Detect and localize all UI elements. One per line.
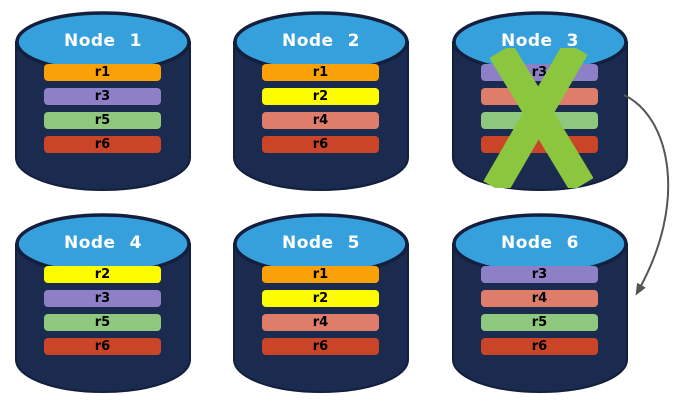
replica-label: r2 <box>312 89 329 104</box>
replica-label: r3 <box>531 65 548 80</box>
replica-bar: r4 <box>262 314 379 331</box>
replica-list: r1 r2 r4 r6 <box>262 64 379 160</box>
node-title: Node 3 <box>500 31 579 51</box>
replica-bar: r2 <box>44 266 161 283</box>
replica-bar: r1 <box>44 64 161 81</box>
replica-label: r5 <box>531 315 548 330</box>
replica-bar: r1 <box>262 64 379 81</box>
replica-bar: r2 <box>262 88 379 105</box>
node-2: Node 2 r1 r2 r4 r6 <box>231 8 411 194</box>
replica-bar: r2 <box>262 290 379 307</box>
replica-label: r3 <box>94 89 111 104</box>
replica-label: r6 <box>312 339 329 354</box>
replica-label: r2 <box>312 291 329 306</box>
replica-bar: r4 <box>262 112 379 129</box>
replica-label: r1 <box>94 65 111 80</box>
replica-label: r6 <box>312 137 329 152</box>
replica-bar: r3 <box>44 290 161 307</box>
replica-list: r3 r4 r5 r6 <box>481 266 598 362</box>
node-title: Node 5 <box>281 233 360 253</box>
node-6: Node 6 r3 r4 r5 r6 <box>450 210 630 396</box>
replica-bar: r4 <box>481 290 598 307</box>
node-title: Node 1 <box>63 31 142 51</box>
replica-bar: r5 <box>481 314 598 331</box>
replica-list: r2 r3 r5 r6 <box>44 266 161 362</box>
node-title: Node 6 <box>500 233 579 253</box>
replica-bar: r6 <box>44 136 161 153</box>
replica-label: r6 <box>94 339 111 354</box>
replica-label: r1 <box>312 65 329 80</box>
node-5: Node 5 r1 r2 r4 r6 <box>231 210 411 396</box>
replica-label: r6 <box>531 339 548 354</box>
replica-label: r4 <box>312 113 329 128</box>
node-1: Node 1 r1 r3 r5 r6 <box>13 8 193 194</box>
replica-label: r6 <box>94 137 111 152</box>
replica-list: r1 r2 r4 r6 <box>262 266 379 362</box>
replica-list: r1 r3 r5 r6 <box>44 64 161 160</box>
replica-label: r5 <box>94 315 111 330</box>
replica-bar: r3 <box>481 266 598 283</box>
replica-bar: r3 <box>44 88 161 105</box>
replica-bar: r6 <box>44 338 161 355</box>
node-3: Node 3 r3 <box>450 8 630 194</box>
replica-bar: r5 <box>44 314 161 331</box>
node-title: Node 4 <box>63 233 142 253</box>
replica-label: r1 <box>312 267 329 282</box>
replica-label: r4 <box>531 291 548 306</box>
replica-bar: r6 <box>481 338 598 355</box>
replica-label: r3 <box>94 291 111 306</box>
replica-bar: r6 <box>262 338 379 355</box>
node-title: Node 2 <box>281 31 360 51</box>
node-4: Node 4 r2 r3 r5 r6 <box>13 210 193 396</box>
failure-x-icon <box>483 48 593 188</box>
replica-label: r4 <box>312 315 329 330</box>
replica-label: r5 <box>94 113 111 128</box>
replica-bar: r5 <box>44 112 161 129</box>
replica-label: r2 <box>94 267 111 282</box>
replica-bar: r6 <box>262 136 379 153</box>
replica-label: r3 <box>531 267 548 282</box>
replica-bar: r1 <box>262 266 379 283</box>
